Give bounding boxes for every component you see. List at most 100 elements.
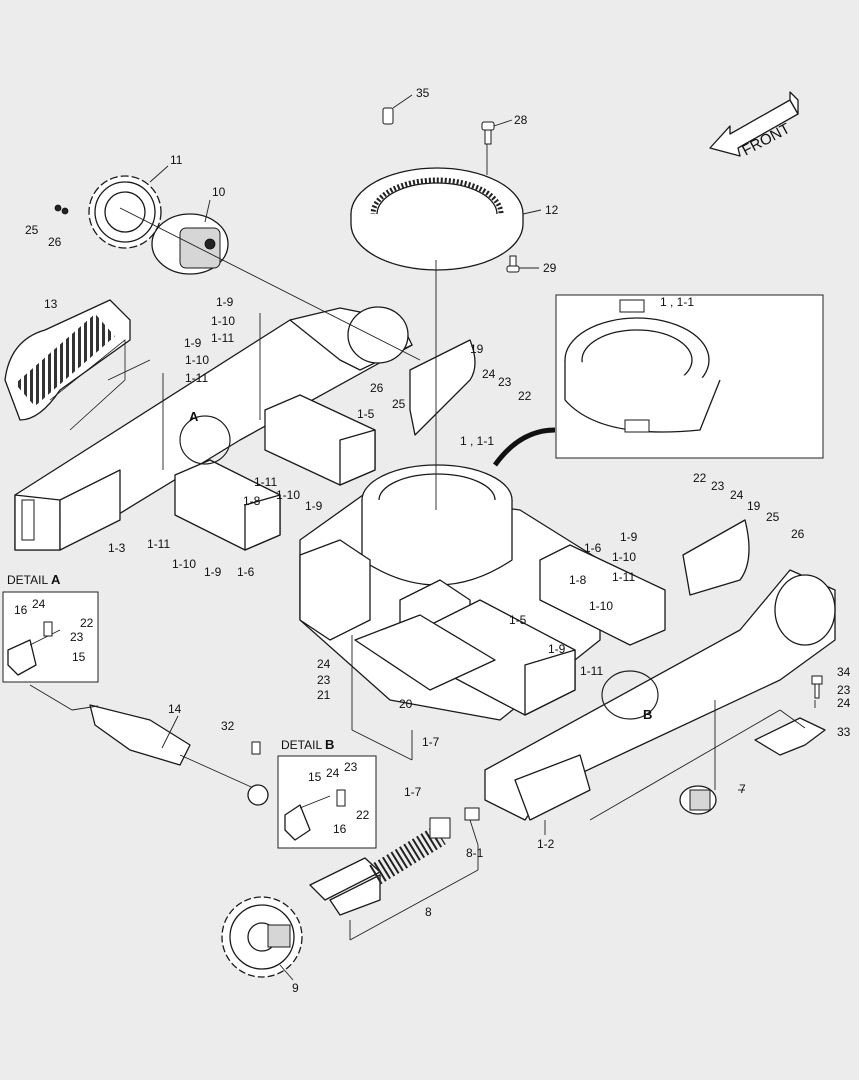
- label-1-11: 1-11: [147, 537, 170, 551]
- label-22: 22: [693, 471, 707, 485]
- label-32: 32: [221, 719, 235, 733]
- cross-member-right-1-5: [429, 599, 576, 716]
- label-23: 23: [837, 683, 851, 697]
- label-12: 12: [545, 203, 559, 217]
- detail-b-title-text: DETAIL: [281, 738, 325, 752]
- label-26: 26: [48, 235, 62, 249]
- detail-a-title: DETAIL A: [7, 572, 61, 587]
- label-1-9: 1-9: [548, 642, 566, 656]
- label-1-10: 1-10: [172, 557, 196, 571]
- label-7: 7: [739, 782, 746, 796]
- label-24: 24: [837, 696, 851, 710]
- detail-b-label-16: 16: [333, 822, 347, 836]
- sprocket-11: [88, 175, 162, 249]
- detail-b-letter: B: [325, 737, 334, 752]
- guard-19-upper: [409, 339, 476, 436]
- label-25: 25: [392, 397, 406, 411]
- label-8: 8: [425, 905, 432, 919]
- label-10: 10: [212, 185, 226, 199]
- label-1-5: 1-5: [509, 613, 527, 627]
- label-25: 25: [25, 223, 39, 237]
- label-20: 20: [399, 697, 413, 711]
- label-23: 23: [711, 479, 725, 493]
- grease-valve-8-1: [464, 807, 480, 821]
- detail-a-title-text: DETAIL: [7, 573, 51, 587]
- inset-pointer: [492, 427, 556, 467]
- front-arrow-icon: FRONT: [709, 91, 799, 159]
- label-24: 24: [730, 488, 744, 502]
- swing-bearing: [350, 167, 524, 271]
- label-23: 23: [498, 375, 512, 389]
- label-1-9: 1-9: [305, 499, 323, 513]
- detail-b-label-15: 15: [308, 770, 322, 784]
- label-1-6: 1-6: [237, 565, 255, 579]
- tension-spring-8: [309, 817, 451, 916]
- track-frame-left: [14, 306, 413, 551]
- idler-wheel-9: [221, 896, 303, 978]
- label-1-10: 1-10: [276, 488, 300, 502]
- label-1-7: 1-7: [422, 735, 440, 749]
- label-24: 24: [317, 657, 331, 671]
- cross-member-right-1-6: [539, 544, 666, 646]
- detail-a-callout: [179, 415, 231, 465]
- label-1-8: 1-8: [569, 573, 587, 587]
- detail-b-callout: [601, 670, 659, 720]
- label-19: 19: [747, 499, 761, 513]
- label-1-7: 1-7: [404, 785, 422, 799]
- label-8-1: 8-1: [466, 846, 484, 860]
- label-14: 14: [168, 702, 182, 716]
- under-plate-20: [354, 614, 496, 691]
- label-1-3: 1-3: [108, 541, 126, 555]
- guard-19-right: [682, 519, 750, 596]
- leader-lines: [29, 94, 816, 981]
- label-28: 28: [514, 113, 528, 127]
- label-9: 9: [292, 981, 299, 995]
- label-22: 22: [518, 389, 532, 403]
- cross-member-left-1-6: [174, 459, 281, 551]
- label-29: 29: [543, 261, 557, 275]
- label-1-9: 1-9: [620, 530, 638, 544]
- detail-a-label-23: 23: [70, 630, 84, 644]
- grease-fitting-32: [251, 741, 261, 755]
- bracket-33: [754, 717, 826, 756]
- label-34: 34: [837, 665, 851, 679]
- label-1-9: 1-9: [184, 336, 202, 350]
- label-b: B: [643, 707, 652, 722]
- label-1-8: 1-8: [243, 494, 261, 508]
- label-1-6: 1-6: [584, 541, 602, 555]
- label-1-1: 1 , 1-1: [460, 434, 494, 448]
- track-frame-right: [484, 569, 836, 821]
- label-35: 35: [416, 86, 430, 100]
- label-1-2: 1-2: [537, 837, 555, 851]
- label-11: 11: [170, 153, 183, 167]
- detail-a-letter: A: [51, 572, 61, 587]
- label-13: 13: [44, 297, 58, 311]
- detail-b-label-23: 23: [344, 760, 358, 774]
- label-1-11: 1-11: [612, 570, 635, 584]
- label-1-11: 1-11: [580, 664, 603, 678]
- label-1-11: 1-11: [211, 331, 234, 345]
- inset-detail-box: [555, 294, 824, 459]
- label-a: A: [189, 409, 199, 424]
- label-1-5: 1-5: [357, 407, 375, 421]
- part-labels: 35 28 12 29 11 10 25 26 13 1-9 1-10 1-11…: [14, 86, 851, 995]
- detail-a-box: [2, 591, 99, 683]
- label-1-11: 1-11: [254, 475, 277, 489]
- label-23: 23: [317, 673, 331, 687]
- label-33: 33: [837, 725, 851, 739]
- detail-a-label-22: 22: [80, 616, 94, 630]
- detail-a-label-24: 24: [32, 597, 46, 611]
- rubber-track-13: [4, 299, 131, 431]
- bolt-28: [481, 121, 495, 145]
- detail-b-label-24: 24: [326, 766, 340, 780]
- label-1-11: 1-11: [185, 371, 208, 385]
- label-26: 26: [370, 381, 384, 395]
- label-25: 25: [766, 510, 780, 524]
- label-1-1-inset: 1 , 1-1: [660, 295, 694, 309]
- label-26: 26: [791, 527, 805, 541]
- bolt-25-26-a: [54, 204, 69, 215]
- detail-b-label-22: 22: [356, 808, 370, 822]
- detail-b-title: DETAIL B: [281, 737, 334, 752]
- bolt-34: [811, 675, 823, 699]
